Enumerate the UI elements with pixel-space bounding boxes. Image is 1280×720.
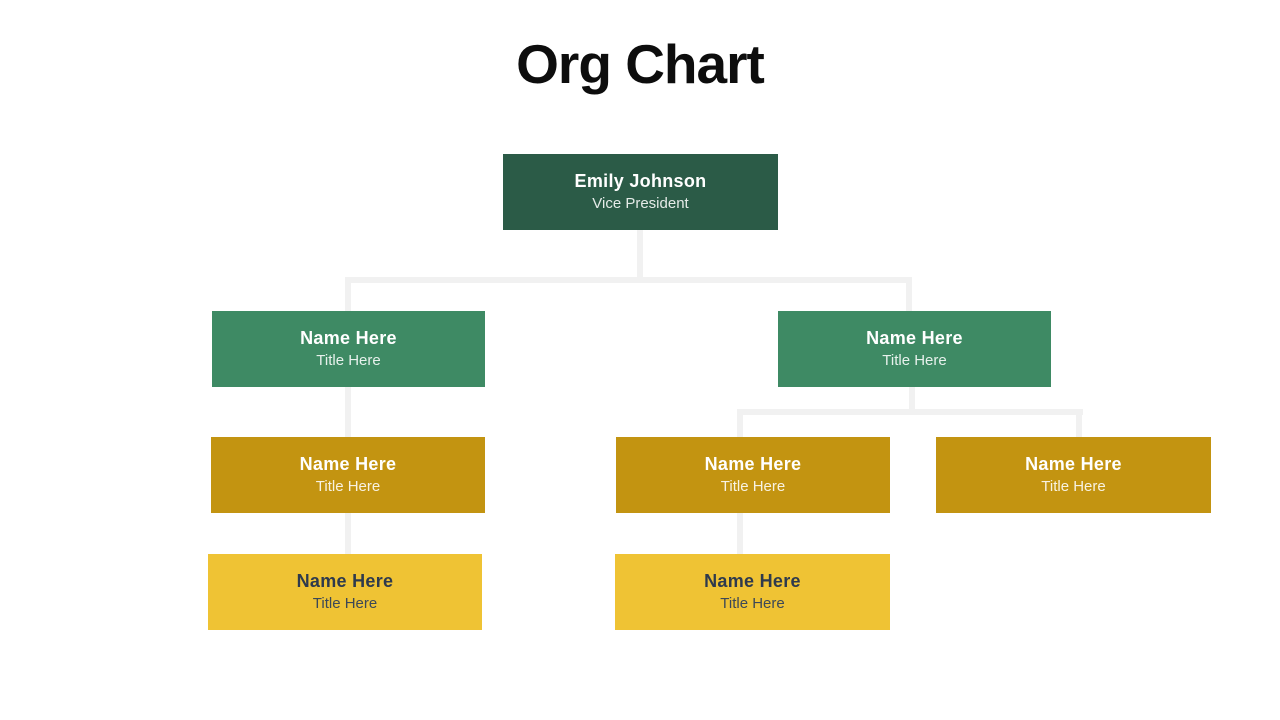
connector-left-report-drop [345, 387, 351, 437]
node-title: Title Here [720, 478, 786, 495]
connector-mid-sub-drop [737, 513, 743, 554]
org-node-mid-report: Name Here Title Here [616, 437, 890, 513]
org-node-branch-left: Name Here Title Here [212, 311, 485, 387]
node-name: Emily Johnson [574, 171, 707, 191]
node-title: Title Here [312, 595, 378, 612]
connector-branch1-right-drop [906, 281, 912, 311]
node-name: Name Here [1025, 454, 1122, 474]
org-node-root: Emily Johnson Vice President [503, 154, 778, 230]
node-title: Title Here [316, 352, 381, 369]
node-name: Name Here [299, 454, 397, 474]
node-name: Name Here [704, 454, 802, 474]
node-title: Title Here [315, 478, 381, 495]
connector-branch1-left-drop [345, 281, 351, 311]
node-title: Vice President [592, 195, 689, 212]
node-name: Name Here [866, 328, 963, 348]
node-name: Name Here [296, 571, 394, 591]
connector-branch2-right-drop [1076, 413, 1082, 437]
connector-root-drop [637, 230, 643, 280]
org-node-right-report: Name Here Title Here [936, 437, 1211, 513]
org-node-left-sub: Name Here Title Here [208, 554, 482, 630]
org-node-mid-sub: Name Here Title Here [615, 554, 890, 630]
connector-branch1-horizontal [345, 277, 912, 283]
node-title: Title Here [720, 595, 785, 612]
connector-branch2-left-drop [737, 413, 743, 437]
node-title: Title Here [882, 352, 947, 369]
page-title: Org Chart [516, 33, 765, 95]
org-node-branch-right: Name Here Title Here [778, 311, 1051, 387]
connector-branch2-horizontal [737, 409, 1083, 415]
node-name: Name Here [704, 571, 801, 591]
connector-branch-right-drop [909, 387, 915, 411]
org-node-left-report: Name Here Title Here [211, 437, 485, 513]
node-title: Title Here [1041, 478, 1106, 495]
node-name: Name Here [300, 328, 397, 348]
connector-left-sub-drop [345, 513, 351, 554]
